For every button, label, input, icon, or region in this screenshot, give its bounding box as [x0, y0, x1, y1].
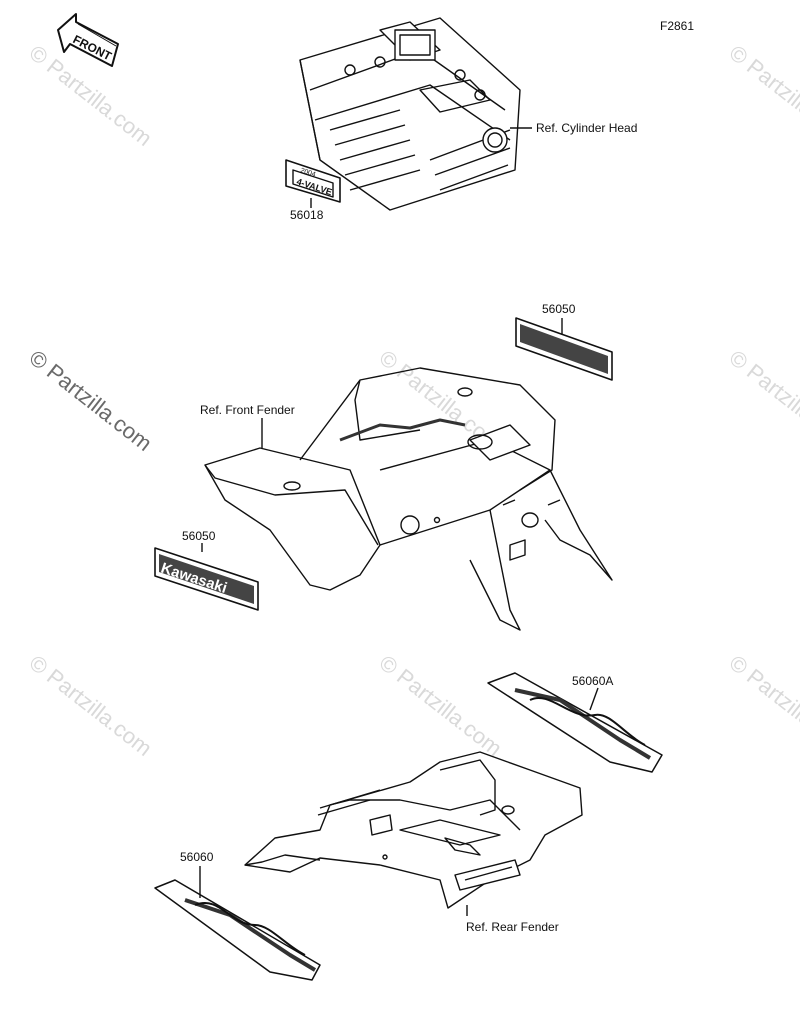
- flame-decal-right: [487, 672, 663, 773]
- callout-ref-front-fender: Ref. Front Fender: [200, 403, 295, 417]
- front-fender: [204, 367, 613, 631]
- callout-part-56050-top: 56050: [542, 302, 576, 316]
- cylinder-head: [299, 17, 521, 211]
- flame-decal-left: [154, 879, 321, 981]
- callout-part-56050-left: 56050: [182, 529, 216, 543]
- figure-code: F2861: [660, 19, 694, 33]
- valve-decal: [285, 159, 341, 203]
- valve-decal-top-text: 2004: [299, 167, 316, 179]
- callout-ref-rear-fender: Ref. Rear Fender: [466, 920, 559, 934]
- kawasaki-decal-left: [154, 547, 259, 611]
- callout-part-56060a: 56060A: [572, 674, 614, 688]
- rear-fender: [244, 751, 583, 909]
- callout-part-56060: 56060: [180, 850, 214, 864]
- kawasaki-decal-top: [515, 317, 613, 381]
- callout-part-56018: 56018: [290, 208, 324, 222]
- callout-ref-cylinder-head: Ref. Cylinder Head: [536, 121, 638, 135]
- front-arrow-icon: [57, 13, 119, 67]
